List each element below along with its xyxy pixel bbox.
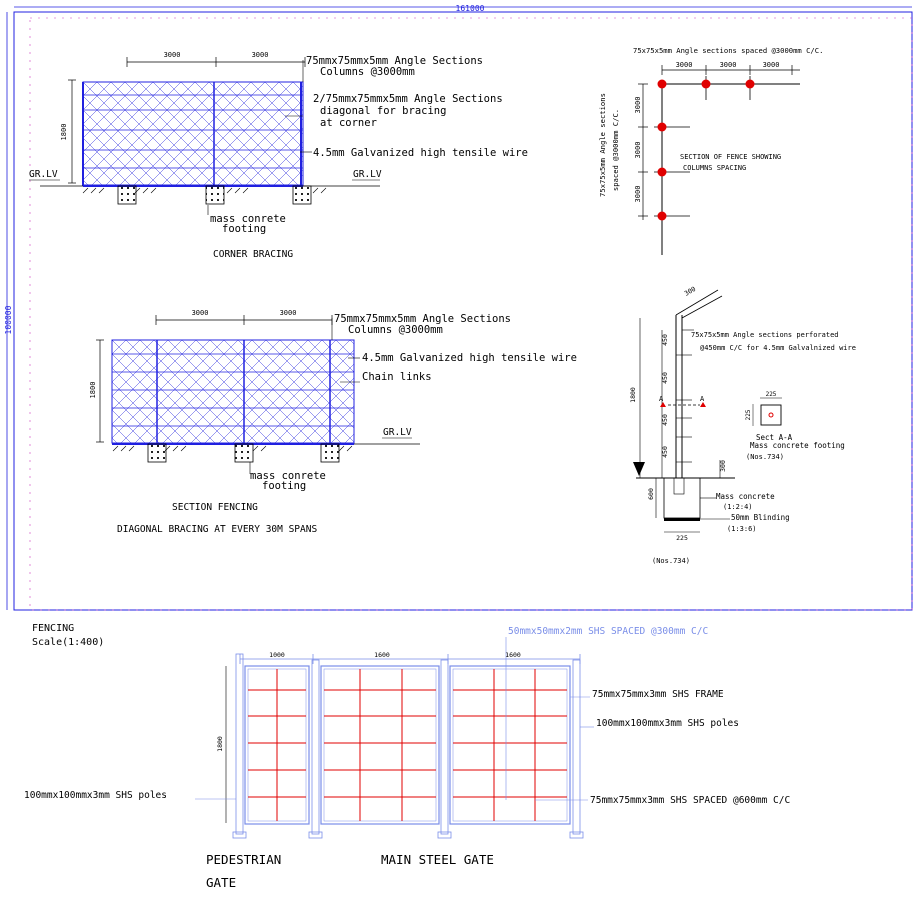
plan-side-dim-3: 3000 — [634, 186, 642, 203]
corner-note-bracing-2: diagonal for bracing — [320, 105, 446, 117]
gate-dim-2: 1600 — [374, 651, 390, 659]
sect-dim-h: 225 — [745, 409, 752, 420]
sheet-border — [6, 6, 913, 611]
column-spacing-plan — [638, 65, 800, 255]
detail-nos: (Nos.734) — [652, 557, 690, 565]
plan-side-dim-2: 3000 — [634, 142, 642, 159]
fencing-scale: Scale(1:400) — [32, 637, 104, 648]
plan-side-dim-1: 3000 — [634, 97, 642, 114]
detail-side-dim: 300 — [719, 460, 727, 472]
gate-height-dim: 1800 — [216, 736, 224, 752]
sect-title: Sect A-A — [756, 433, 793, 442]
section-note-wire: 4.5mm Galvanized high tensile wire — [362, 352, 577, 364]
corner-footing-2: footing — [222, 223, 266, 235]
plan-caption-1: SECTION OF FENCE SHOWING — [680, 153, 781, 161]
corner-note-bracing-1: 2/75mmx75mmx5mm Angle Sections — [313, 93, 503, 105]
overall-height-dim: 100000 — [4, 305, 13, 334]
detail-height-dim: 1800 — [629, 387, 637, 403]
gate-spaced-note: 75mmx75mmx3mm SHS SPACED @600mm C/C — [590, 795, 790, 806]
plan-side-note-2: spaced @3000mm C/C. — [611, 109, 620, 191]
plan-side-note-1: 75x75x5mm Angle sections — [598, 93, 607, 197]
section-fencing-subtitle: DIAGONAL BRACING AT EVERY 30M SPANS — [117, 524, 317, 535]
gate-dim-1: 1000 — [269, 651, 285, 659]
gate-dim-3: 1600 — [505, 651, 521, 659]
section-mark-left: A — [659, 395, 664, 403]
gate-poles-right: 100mmx100mmx3mm SHS poles — [596, 718, 739, 729]
overall-width-dim: 161000 — [456, 4, 485, 13]
detail-spacing-2: 450 — [661, 372, 669, 384]
detail-mass-mix: (1:2:4) — [723, 503, 753, 511]
plan-top-dim-3: 3000 — [763, 61, 780, 69]
corner-footing-1: mass conrete — [210, 213, 286, 225]
section-mark-right: A — [700, 395, 705, 403]
section-note-columns-1: 75mmx75mmx5mm Angle Sections — [334, 313, 511, 325]
gate-poles-left: 100mmx100mmx3mm SHS poles — [24, 790, 167, 801]
corner-note-bracing-3: at corner — [320, 117, 377, 129]
section-fencing-elevation — [96, 315, 420, 474]
section-note-chain: Chain links — [362, 371, 432, 383]
corner-note-columns-1: 75mmx75mmx5mm Angle Sections — [306, 55, 483, 67]
section-footing-2: footing — [262, 480, 306, 492]
gate-top-note: 50mmx50mmx2mm SHS SPACED @300mm C/C — [508, 626, 708, 637]
gate-elevation — [195, 637, 594, 839]
column-footing-detail — [633, 289, 782, 533]
corner-dim-right: 3000 — [252, 51, 269, 59]
section-note-columns-2: Columns @3000mm — [348, 324, 443, 336]
gate-pedestrian-1: PEDESTRIAN — [206, 852, 281, 867]
gate-main: MAIN STEEL GATE — [381, 852, 494, 867]
detail-blinding: 50mm Blinding — [731, 513, 790, 522]
sect-footing-title: Mass concrete footing — [750, 441, 845, 450]
plan-caption-2: COLUMNS SPACING — [683, 164, 746, 172]
section-height-dim: 1800 — [89, 382, 97, 399]
detail-note-2: @450mm C/C for 4.5mm Galvalnized wire — [700, 344, 856, 352]
section-gr: GR.LV — [383, 427, 412, 438]
corner-note-columns-2: Columns @3000mm — [320, 66, 415, 78]
corner-dim-left: 3000 — [164, 51, 181, 59]
section-footing-1: mass conrete — [250, 470, 326, 482]
corner-gr-right: GR.LV — [353, 169, 382, 180]
sect-footing-count: (Nos.734) — [746, 453, 784, 461]
detail-top-dim: 300 — [683, 285, 697, 298]
detail-spacing-1: 450 — [661, 334, 669, 346]
corner-height-dim: 1800 — [60, 124, 68, 141]
detail-note-1: 75x75x5mm Angle sections perforated — [691, 331, 839, 339]
fencing-title: FENCING — [32, 623, 74, 634]
section-dim-left: 3000 — [192, 309, 209, 317]
corner-gr-left: GR.LV — [29, 169, 58, 180]
detail-depth-dim: 600 — [647, 488, 655, 500]
detail-blinding-mix: (1:3:6) — [727, 525, 757, 533]
corner-note-wire: 4.5mm Galvanized high tensile wire — [313, 147, 528, 159]
section-dim-right: 3000 — [280, 309, 297, 317]
gate-frame-note: 75mmx75mmx3mm SHS FRAME — [592, 689, 724, 700]
detail-spacing-4: 450 — [661, 446, 669, 458]
corner-bracing-elevation — [29, 57, 380, 215]
detail-base-dim: 225 — [676, 534, 688, 542]
gate-pedestrian-2: GATE — [206, 875, 236, 890]
detail-mass-concrete: Mass concrete — [716, 492, 775, 501]
detail-spacing-3: 450 — [661, 414, 669, 426]
corner-bracing-title: CORNER BRACING — [213, 249, 293, 260]
plan-top-note: 75x75x5mm Angle sections spaced @3000mm … — [633, 46, 823, 55]
plan-top-dim-2: 3000 — [720, 61, 737, 69]
section-fencing-title: SECTION FENCING — [172, 502, 258, 513]
plan-top-dim-1: 3000 — [676, 61, 693, 69]
sect-dim-w: 225 — [766, 391, 777, 398]
